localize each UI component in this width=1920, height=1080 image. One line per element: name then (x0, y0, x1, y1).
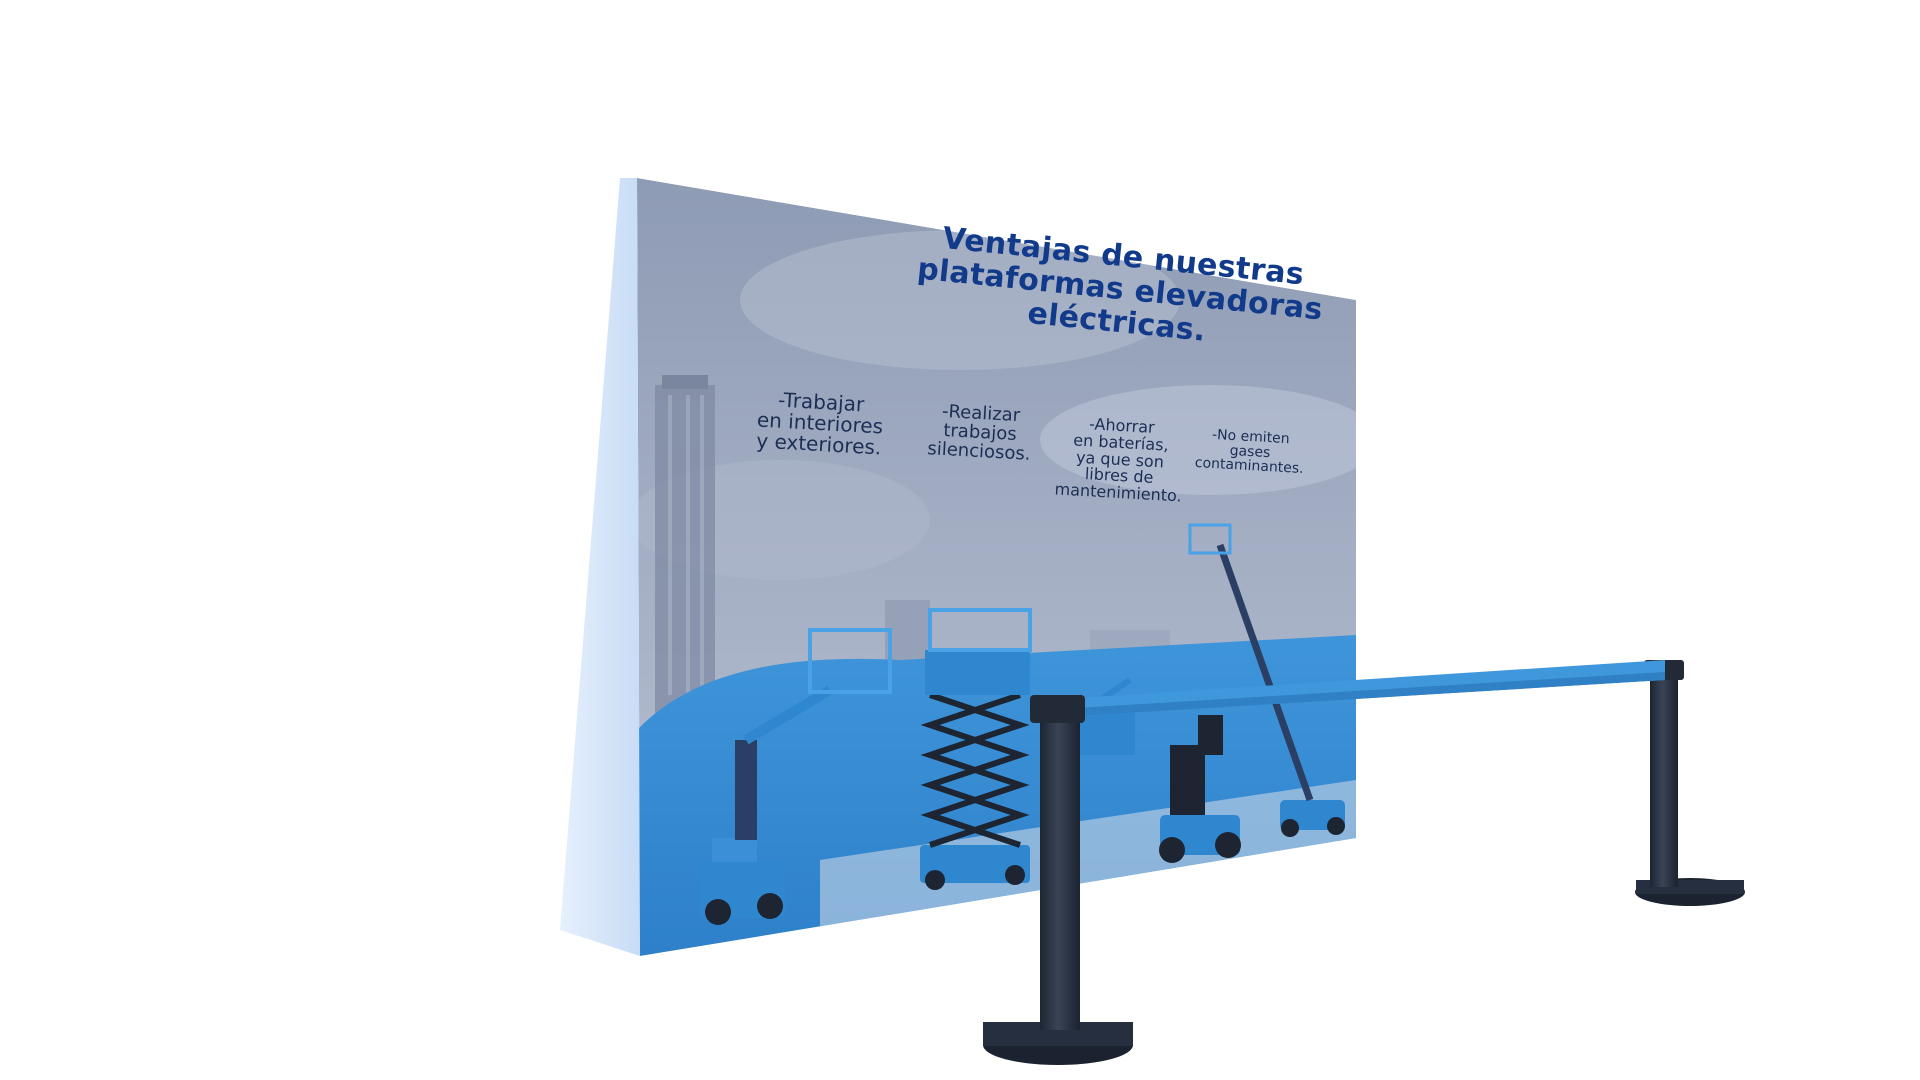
stanchion-left (983, 695, 1133, 1065)
stanchion-right (1635, 660, 1745, 906)
banner-panel (637, 178, 1356, 956)
building-tower-image (655, 375, 715, 715)
vertical-mast-lift-image (700, 628, 892, 925)
telescopic-boom-lift-image (1188, 523, 1345, 837)
scissor-lift-image (920, 608, 1032, 890)
banner-side-edge (560, 178, 640, 956)
compact-boom-lift-image (1159, 715, 1241, 863)
